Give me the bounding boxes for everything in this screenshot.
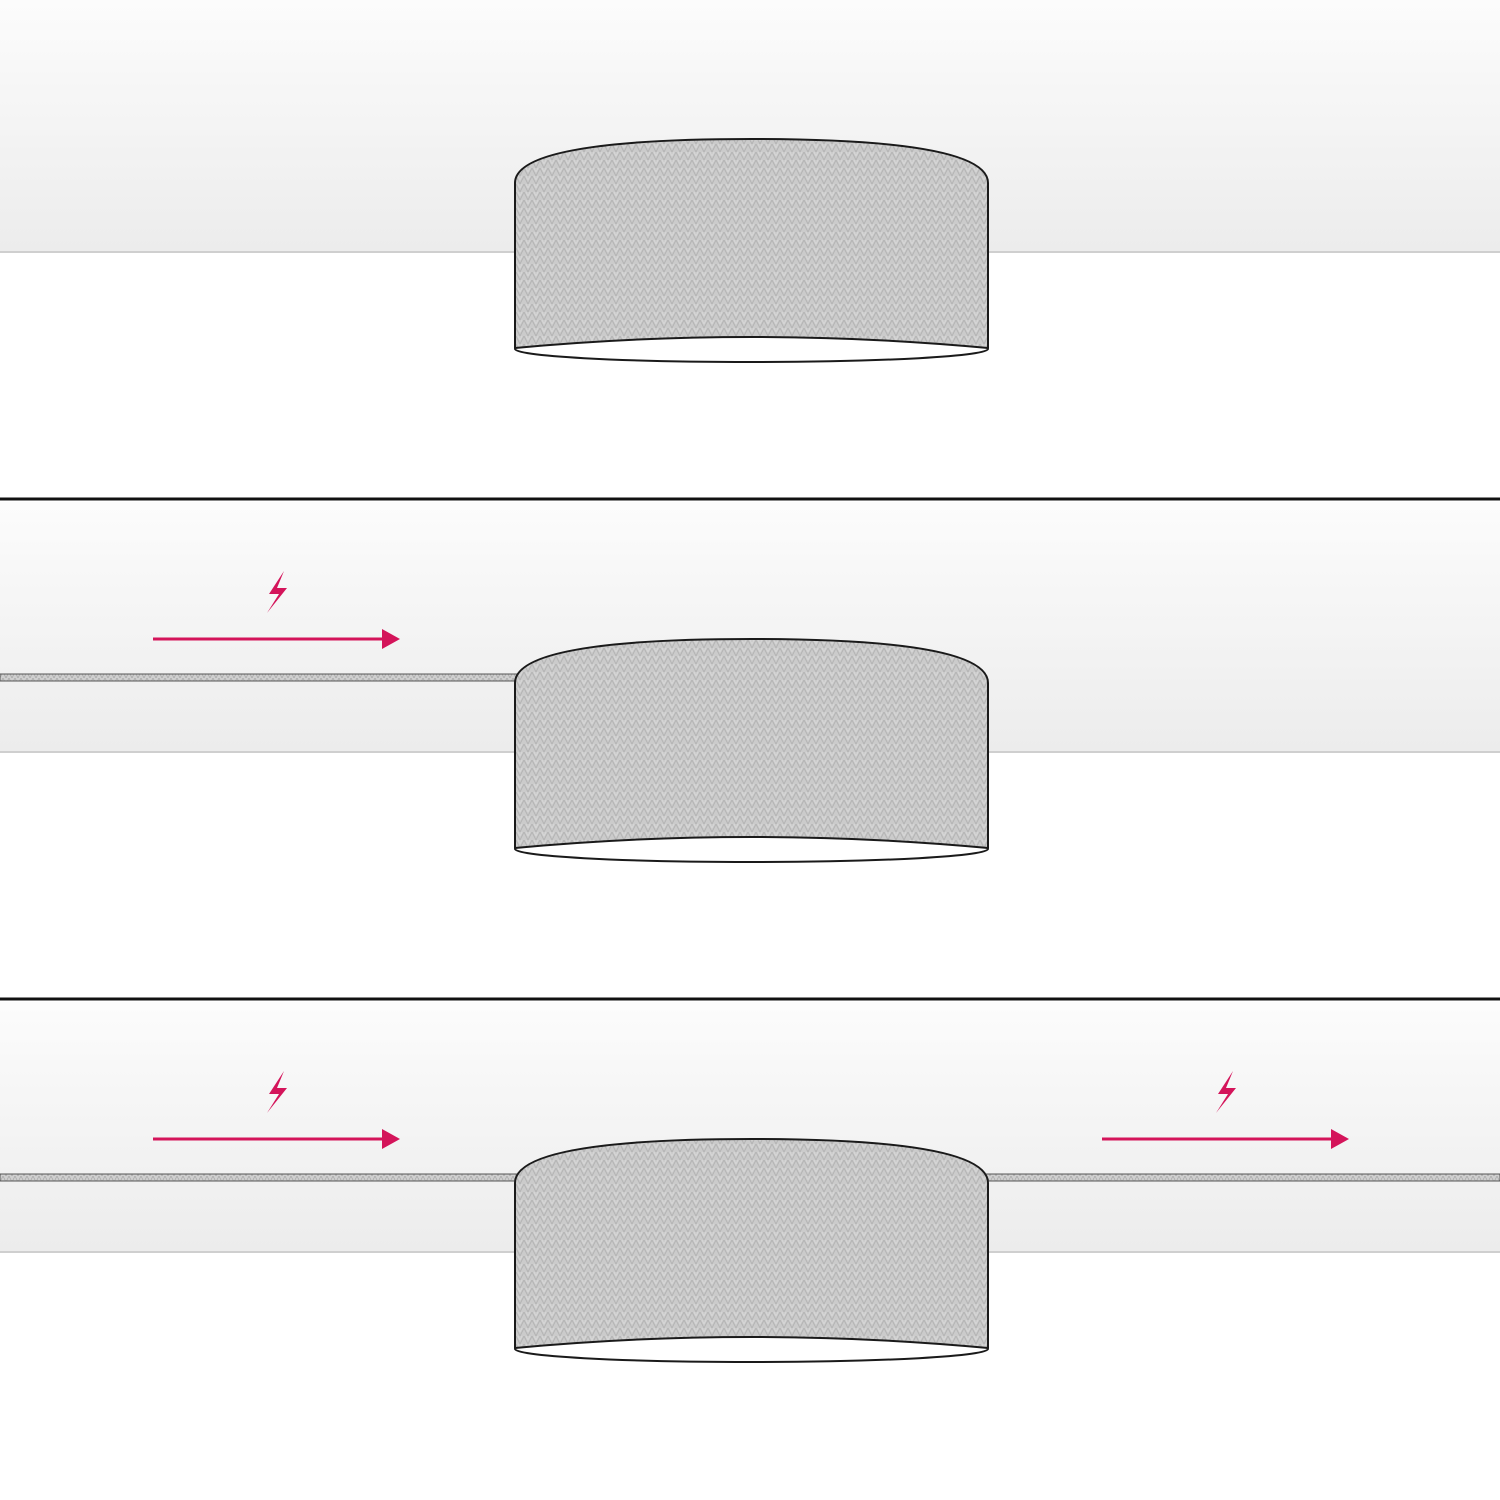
arrow-right-icon <box>153 629 400 649</box>
arrow-head <box>382 629 400 649</box>
fabric-cable <box>0 673 521 682</box>
arrow-right-icon <box>153 1129 400 1149</box>
panel-lamp-with-input-and-output-power <box>0 1002 1500 1363</box>
panel-lamp-with-input-power <box>0 502 1500 863</box>
fabric-cable <box>0 1173 521 1182</box>
arrow-head <box>1331 1129 1349 1149</box>
lightning-bolt-icon <box>1216 1071 1236 1113</box>
lamp-shade <box>514 638 989 849</box>
ceiling-lamp <box>514 138 989 363</box>
lightning-bolt-icon <box>267 571 287 613</box>
ceiling-lamp <box>514 638 989 863</box>
arrow-head <box>382 1129 400 1149</box>
arrow-right-icon <box>1102 1129 1349 1149</box>
fabric-cable <box>983 1173 1500 1182</box>
lightning-bolt-icon <box>267 1071 287 1113</box>
lamp-shade <box>514 138 989 349</box>
panel-single-lamp <box>0 0 1500 363</box>
ceiling-lamp <box>514 1138 989 1363</box>
lamp-shade <box>514 1138 989 1349</box>
